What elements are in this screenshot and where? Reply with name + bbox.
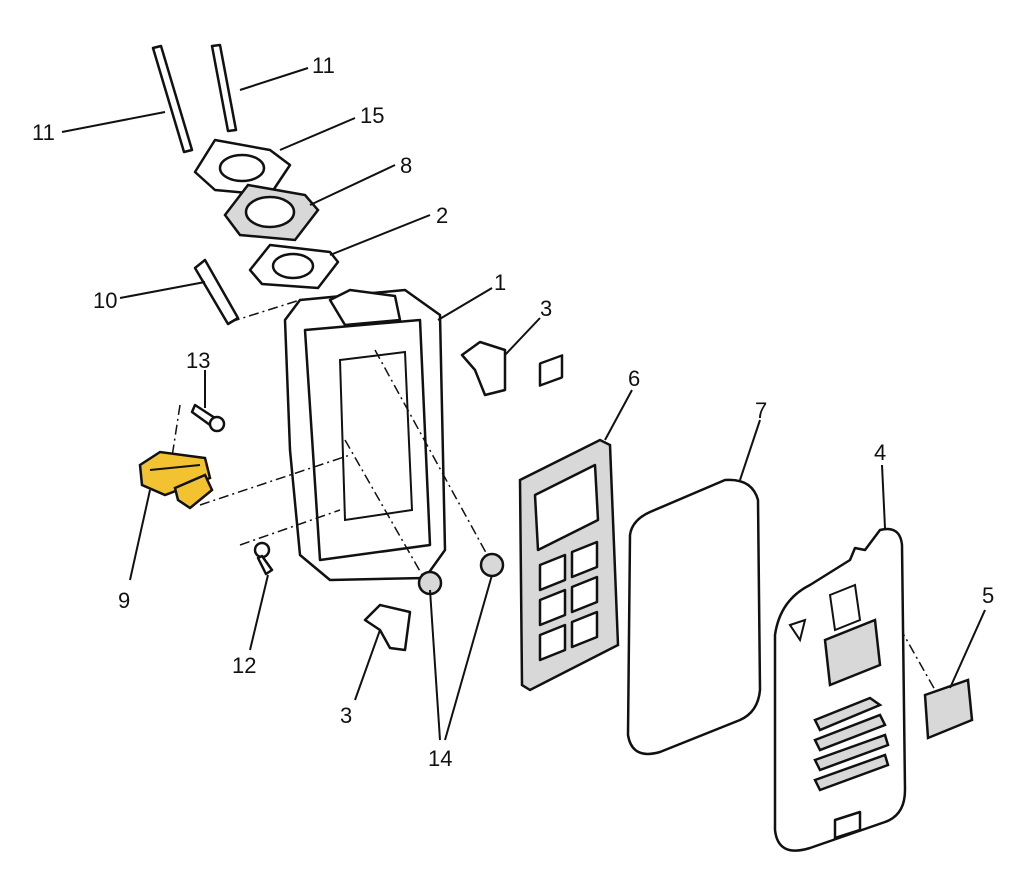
label-plate-5 bbox=[923, 678, 974, 740]
pin-10 bbox=[193, 258, 240, 326]
filter-frame-6 bbox=[518, 354, 620, 692]
callout-9: 9 bbox=[118, 588, 131, 613]
gasket-8 bbox=[223, 183, 320, 242]
callout-3-lower: 3 bbox=[340, 703, 353, 728]
stud-11-left bbox=[151, 44, 194, 154]
callout-2: 2 bbox=[436, 203, 449, 228]
bracket-9 bbox=[138, 450, 214, 510]
callout-11-left: 11 bbox=[32, 120, 55, 145]
callout-6: 6 bbox=[628, 366, 641, 391]
callout-12: 12 bbox=[232, 653, 257, 678]
gasket-2 bbox=[248, 243, 340, 290]
gasket-15 bbox=[193, 138, 292, 197]
screw-13 bbox=[190, 403, 226, 433]
callout-8: 8 bbox=[400, 153, 413, 178]
stud-11-right bbox=[210, 43, 238, 133]
clip-3-lower bbox=[363, 603, 412, 652]
callout-3-upper: 3 bbox=[540, 296, 553, 321]
air-cleaner-base-1 bbox=[283, 288, 447, 582]
callout-13: 13 bbox=[186, 348, 211, 373]
callout-15: 15 bbox=[360, 103, 385, 128]
callout-11-right: 11 bbox=[312, 53, 335, 78]
nut-14-right bbox=[479, 552, 505, 578]
callout-7: 7 bbox=[755, 398, 768, 423]
callout-4: 4 bbox=[874, 440, 887, 465]
cover-4 bbox=[773, 527, 907, 852]
callout-1: 1 bbox=[494, 270, 507, 295]
clip-3-upper bbox=[460, 340, 507, 397]
callout-14: 14 bbox=[428, 746, 453, 771]
callout-5: 5 bbox=[982, 583, 995, 608]
leader-lines bbox=[61, 67, 986, 741]
callout-10: 10 bbox=[93, 288, 118, 313]
screw-12 bbox=[253, 541, 274, 576]
filter-element-7 bbox=[626, 478, 762, 756]
